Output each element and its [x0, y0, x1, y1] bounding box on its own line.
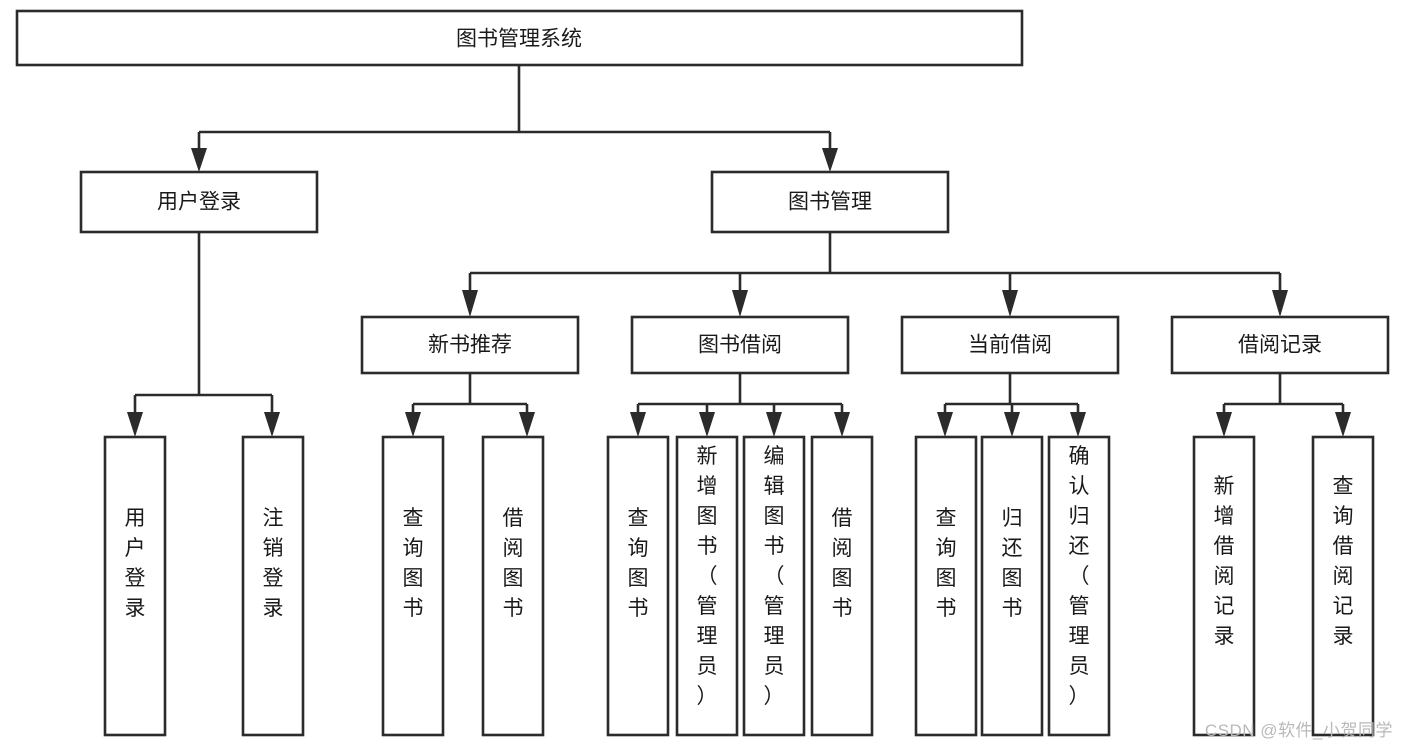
- leaf-query-book-1-label: 查询图书: [403, 507, 424, 620]
- leaf-user-logout[interactable]: 注销登录: [241, 435, 305, 737]
- leaf-confirm-return[interactable]: 确认归还（管理员）: [1047, 435, 1111, 737]
- leaf-borrow-book-1-label: 借阅图书: [503, 507, 524, 620]
- leaf-confirm-return-box[interactable]: [1047, 435, 1111, 737]
- leaf-borrow-book-2-label: 借阅图书: [832, 507, 853, 620]
- arrow-leaf-user-logout: [264, 412, 280, 437]
- node-book-management-box[interactable]: [710, 170, 950, 234]
- arrow-new-book-recommend: [462, 290, 478, 317]
- node-user-login[interactable]: 用户登录: [79, 170, 319, 234]
- arrow-cb-l3: [1070, 412, 1086, 437]
- leaf-borrow-book-1[interactable]: 借阅图书: [481, 435, 545, 737]
- node-borrow-record-box[interactable]: [1170, 315, 1390, 375]
- connector-group: [127, 65, 1351, 437]
- leaf-add-record-box[interactable]: [1192, 435, 1256, 737]
- leaf-return-book[interactable]: 归还图书: [980, 435, 1044, 737]
- leaf-add-book[interactable]: 新增图书（管理员）: [675, 435, 739, 737]
- leaf-add-book-label: 新增图书（管理员）: [697, 445, 718, 708]
- leaf-user-logout-box[interactable]: [241, 435, 305, 737]
- leaf-query-book-3[interactable]: 查询图书: [914, 435, 978, 737]
- leaf-user-login-label: 用户登录: [125, 507, 146, 620]
- leaf-add-book-box[interactable]: [675, 435, 739, 737]
- leaf-borrow-book-2[interactable]: 借阅图书: [810, 435, 874, 737]
- leaf-query-record[interactable]: 查询借阅记录: [1311, 435, 1375, 737]
- node-borrow-record-label: 借阅记录: [1238, 334, 1322, 357]
- leaf-return-book-box[interactable]: [980, 435, 1044, 737]
- node-root-box[interactable]: [15, 9, 1024, 67]
- arrow-nbr-l1: [405, 412, 421, 437]
- arrow-cb-l2: [1004, 412, 1020, 437]
- node-book-borrow-label: 图书借阅: [698, 334, 782, 357]
- leaf-query-book-3-box[interactable]: [914, 435, 978, 737]
- leaf-query-record-box[interactable]: [1311, 435, 1375, 737]
- leaf-query-book-1-box[interactable]: [381, 435, 445, 737]
- leaf-query-book-1[interactable]: 查询图书: [381, 435, 445, 737]
- node-book-borrow[interactable]: 图书借阅: [630, 315, 850, 375]
- node-borrow-record[interactable]: 借阅记录: [1170, 315, 1390, 375]
- leaf-add-record[interactable]: 新增借阅记录: [1192, 435, 1256, 737]
- leaf-borrow-book-1-box[interactable]: [481, 435, 545, 737]
- arrow-book-borrow: [732, 290, 748, 317]
- leaf-return-book-label: 归还图书: [1002, 507, 1023, 620]
- leaf-user-login-box[interactable]: [103, 435, 167, 737]
- leaf-user-login[interactable]: 用户登录: [103, 435, 167, 737]
- leaf-borrow-book-2-box[interactable]: [810, 435, 874, 737]
- leaf-edit-book[interactable]: 编辑图书（管理员）: [742, 435, 806, 737]
- arrow-leaf-user-login: [127, 412, 143, 437]
- leaf-query-book-2[interactable]: 查询图书: [606, 435, 670, 737]
- node-root[interactable]: 图书管理系统: [15, 9, 1024, 67]
- arrow-nbr-l2: [519, 412, 535, 437]
- leaf-edit-book-label: 编辑图书（管理员）: [764, 445, 785, 708]
- arrow-borrow-record: [1272, 290, 1288, 317]
- arrow-br-l2: [1335, 412, 1351, 437]
- leaf-query-book-3-label: 查询图书: [936, 507, 957, 620]
- node-book-management-label: 图书管理: [788, 191, 872, 214]
- node-book-borrow-box[interactable]: [630, 315, 850, 375]
- node-user-login-box[interactable]: [79, 170, 319, 234]
- watermark-text: CSDN @软件_小贺同学: [1204, 721, 1393, 740]
- leaf-user-logout-label: 注销登录: [263, 507, 284, 620]
- arrow-book-management: [822, 148, 838, 172]
- arrow-br-l1: [1216, 412, 1232, 437]
- arrow-bb-l4: [834, 412, 850, 437]
- leaf-edit-book-box[interactable]: [742, 435, 806, 737]
- arrow-bb-l3: [766, 412, 782, 437]
- leaf-query-book-2-label: 查询图书: [628, 507, 649, 620]
- arrow-user-login: [191, 148, 207, 172]
- node-user-login-label: 用户登录: [157, 191, 241, 214]
- leaf-query-record-label: 查询借阅记录: [1333, 475, 1354, 648]
- arrow-bb-l1: [630, 412, 646, 437]
- leaf-query-book-2-box[interactable]: [606, 435, 670, 737]
- node-new-book-recommend-label: 新书推荐: [428, 334, 512, 357]
- node-book-management[interactable]: 图书管理: [710, 170, 950, 234]
- arrow-current-borrow: [1002, 290, 1018, 317]
- node-root-label: 图书管理系统: [456, 28, 582, 51]
- node-current-borrow-label: 当前借阅: [968, 334, 1052, 357]
- node-current-borrow[interactable]: 当前借阅: [900, 315, 1120, 375]
- node-new-book-recommend[interactable]: 新书推荐: [360, 315, 580, 375]
- leaf-confirm-return-label: 确认归还（管理员）: [1069, 445, 1090, 708]
- node-current-borrow-box[interactable]: [900, 315, 1120, 375]
- leaf-add-record-label: 新增借阅记录: [1214, 475, 1235, 648]
- arrow-bb-l2: [699, 412, 715, 437]
- node-new-book-recommend-box[interactable]: [360, 315, 580, 375]
- arrow-cb-l1: [937, 412, 953, 437]
